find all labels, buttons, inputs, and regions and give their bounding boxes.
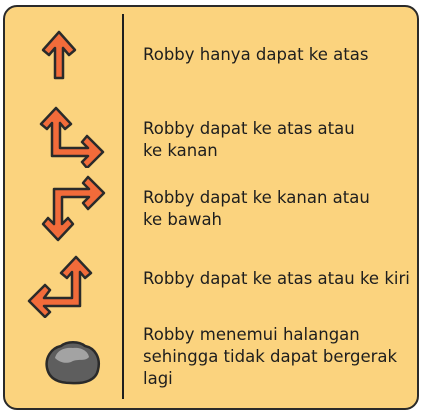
arrow-up-icon [41, 30, 77, 80]
arrow-up-right-icon [39, 106, 105, 168]
legend-text-right-down: Robby dapat ke kanan atau ke bawah [143, 188, 370, 229]
arrow-right-down-icon [41, 175, 106, 242]
column-divider [122, 14, 124, 399]
arrow-up-left-icon [27, 255, 93, 318]
legend-text-up-left: Robby dapat ke atas atau ke kiri [143, 269, 410, 288]
rock-icon [45, 341, 100, 385]
legend-text-up: Robby hanya dapat ke atas [143, 45, 369, 64]
legend-text-up-right: Robby dapat ke atas atau ke kanan [143, 119, 355, 160]
legend-text-obstacle: Robby menemui halangan sehingga tidak da… [143, 325, 398, 388]
